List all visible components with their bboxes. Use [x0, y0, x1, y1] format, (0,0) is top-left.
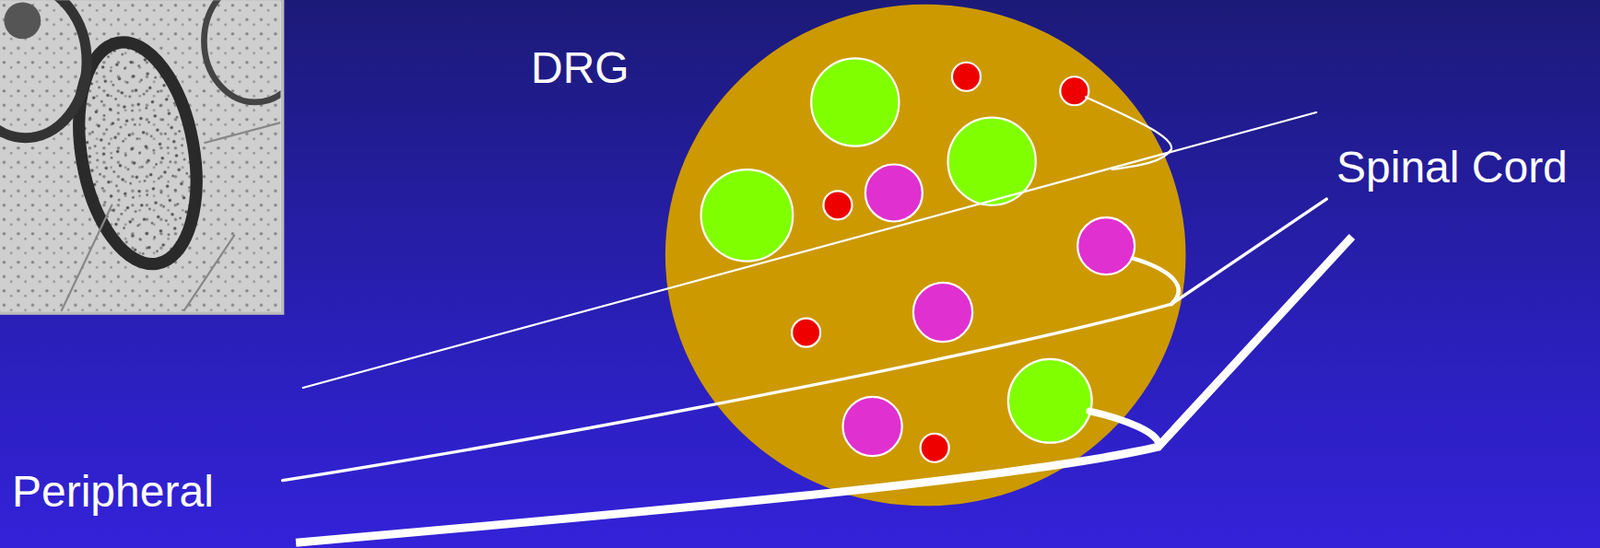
micrograph-inset	[0, 0, 306, 314]
neuron-somata	[701, 58, 1136, 462]
text-label: DRG	[530, 46, 630, 91]
text-label: Peripheral	[11, 470, 214, 515]
ganglion-body	[665, 4, 1187, 507]
axons	[282, 96, 1353, 543]
text-label: Spinal Cord	[1336, 145, 1568, 190]
